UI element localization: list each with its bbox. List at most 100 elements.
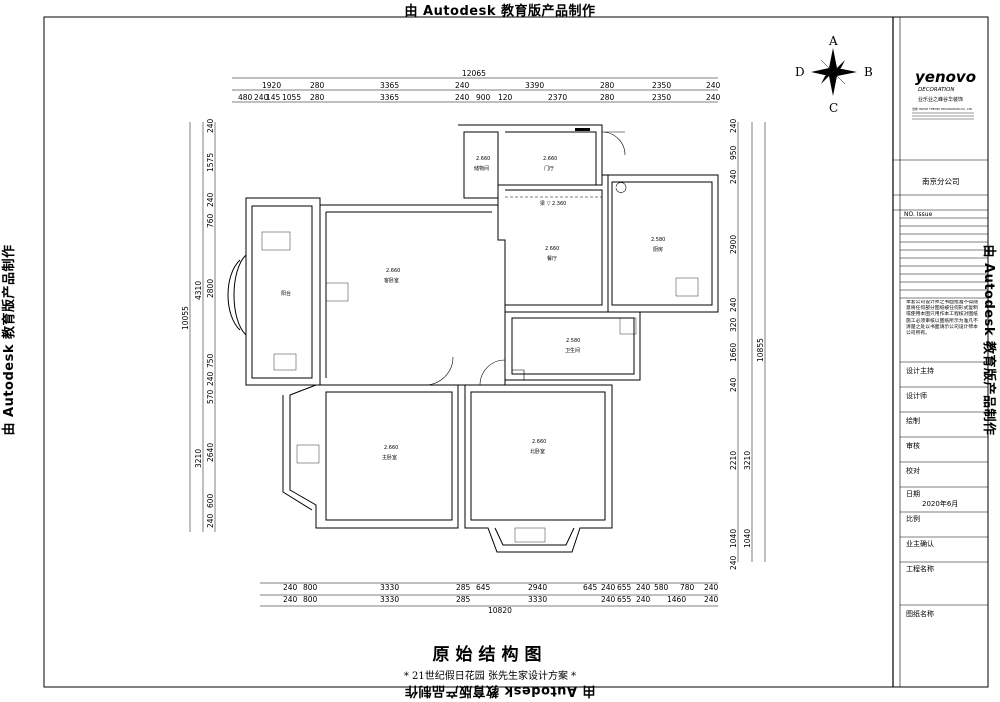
svg-text:2.660: 2.660: [384, 445, 398, 451]
svg-text:2350: 2350: [652, 81, 671, 90]
compass-e: B: [864, 65, 873, 79]
svg-text:240: 240: [636, 583, 651, 592]
svg-text:655: 655: [617, 583, 632, 592]
svg-text:1660: 1660: [729, 343, 738, 362]
svg-text:760: 760: [206, 213, 215, 228]
svg-text:3330: 3330: [380, 595, 399, 604]
svg-text:4310: 4310: [194, 281, 203, 300]
svg-text:480: 480: [238, 93, 253, 102]
svg-text:3365: 3365: [380, 93, 399, 102]
tb-date-value: 2020年6月: [922, 499, 958, 508]
svg-text:240: 240: [636, 595, 651, 604]
svg-text:2940: 2940: [528, 583, 547, 592]
issue-table: [900, 217, 988, 299]
svg-text:800: 800: [303, 595, 318, 604]
svg-text:2900: 2900: [729, 235, 738, 254]
svg-text:240: 240: [729, 118, 738, 133]
svg-text:餐厅: 餐厅: [547, 255, 557, 262]
notice-text: 本套公司设计师之书面批准不得随意将任何部分图纸被任何形式复制或使用本图只用作本工…: [906, 300, 978, 337]
tb-row-1: 设计师: [906, 391, 927, 400]
svg-text:1460: 1460: [667, 595, 686, 604]
svg-text:2.580: 2.580: [651, 237, 665, 243]
svg-text:240: 240: [283, 583, 298, 592]
svg-text:yenovo: yenovo: [915, 68, 976, 86]
tb-row-8: 工程名称: [906, 564, 934, 573]
walls: [227, 124, 719, 553]
svg-text:645: 645: [583, 583, 598, 592]
svg-text:320: 320: [729, 317, 738, 332]
svg-text:240: 240: [729, 555, 738, 570]
svg-text:1575: 1575: [206, 153, 215, 172]
watermark-top: 由 Autodesk 教育版产品制作: [404, 4, 596, 19]
svg-text:2210: 2210: [729, 451, 738, 470]
svg-text:240: 240: [254, 93, 269, 102]
svg-text:储物间: 储物间: [474, 165, 489, 172]
svg-text:业乐业之峰谷华装饰: 业乐业之峰谷华装饰: [918, 96, 963, 103]
svg-text:240: 240: [455, 93, 470, 102]
svg-text:280: 280: [310, 93, 325, 102]
svg-text:570: 570: [206, 389, 215, 404]
svg-text:1920: 1920: [262, 81, 281, 90]
room-labels: 2.660 储物间 2.660 门厅 2.660 餐厅 2.580 厨房 2.5…: [281, 156, 665, 461]
svg-text:客卧室: 客卧室: [384, 277, 399, 284]
tb-row-5: 日期: [906, 490, 920, 498]
svg-text:120: 120: [498, 93, 513, 102]
svg-text:285: 285: [456, 583, 471, 592]
svg-text:280: 280: [310, 81, 325, 90]
svg-text:2640: 2640: [206, 443, 215, 462]
svg-text:280: 280: [600, 93, 615, 102]
svg-text:780: 780: [680, 583, 695, 592]
svg-text:10855: 10855: [756, 338, 765, 362]
svg-text:北卧室: 北卧室: [530, 448, 545, 455]
svg-text:240: 240: [729, 169, 738, 184]
svg-text:240: 240: [729, 377, 738, 392]
title-area: 原始结构图 * 21世纪假日花园 张先生家设计方案 *: [340, 640, 640, 682]
svg-text:2.660: 2.660: [532, 439, 546, 445]
svg-text:3210: 3210: [743, 451, 752, 470]
svg-text:2.660: 2.660: [545, 246, 559, 252]
tb-row-0: 设计主持: [906, 366, 934, 375]
window-tags: [261, 231, 699, 543]
svg-text:1055: 1055: [282, 93, 301, 102]
issue-label: NO. Issue: [904, 211, 933, 218]
left-dims: 10055 4310 3210 240 1575 240 760 2800 75…: [181, 118, 215, 528]
svg-text:2.660: 2.660: [543, 156, 557, 162]
svg-text:3390: 3390: [525, 81, 544, 90]
svg-text:3210: 3210: [194, 449, 203, 468]
compass: A C D B: [795, 34, 873, 115]
svg-text:2370: 2370: [548, 93, 567, 102]
svg-text:2800: 2800: [206, 279, 215, 298]
svg-text:240: 240: [601, 595, 616, 604]
tb-row-3: 审核: [906, 441, 920, 450]
svg-text:240: 240: [206, 513, 215, 528]
compass-s: C: [829, 101, 838, 115]
svg-text:10055: 10055: [181, 306, 190, 330]
svg-text:1040: 1040: [729, 529, 738, 548]
svg-text:145: 145: [266, 93, 281, 102]
svg-text:3330: 3330: [380, 583, 399, 592]
svg-text:750: 750: [206, 353, 215, 368]
drawing-title: 原始结构图: [432, 645, 548, 665]
svg-text:240: 240: [206, 371, 215, 386]
svg-text:DECORATION: DECORATION: [918, 87, 955, 93]
svg-text:240: 240: [729, 297, 738, 312]
tb-row-4: 校对: [906, 466, 920, 475]
compass-w: D: [795, 65, 805, 79]
dim-bottom-total: 10820: [488, 606, 512, 615]
svg-text:240: 240: [601, 583, 616, 592]
door-swings: [424, 131, 627, 386]
tb-row-9: 图纸名称: [906, 609, 934, 618]
svg-text:800: 800: [303, 583, 318, 592]
svg-text:240: 240: [704, 583, 719, 592]
svg-text:900: 900: [476, 93, 491, 102]
dimension-lines: [189, 77, 766, 607]
svg-text:240: 240: [283, 595, 298, 604]
svg-text:655: 655: [617, 595, 632, 604]
company-logo: yenovo DECORATION 业乐业之峰谷华装饰 当地 YNOVE THE…: [912, 68, 976, 120]
entry-mark: [575, 128, 590, 131]
svg-text:600: 600: [206, 493, 215, 508]
beam-label: 梁 ▽ 2.360: [540, 200, 566, 207]
compass-n: A: [828, 34, 838, 48]
svg-text:门厅: 门厅: [544, 165, 554, 172]
